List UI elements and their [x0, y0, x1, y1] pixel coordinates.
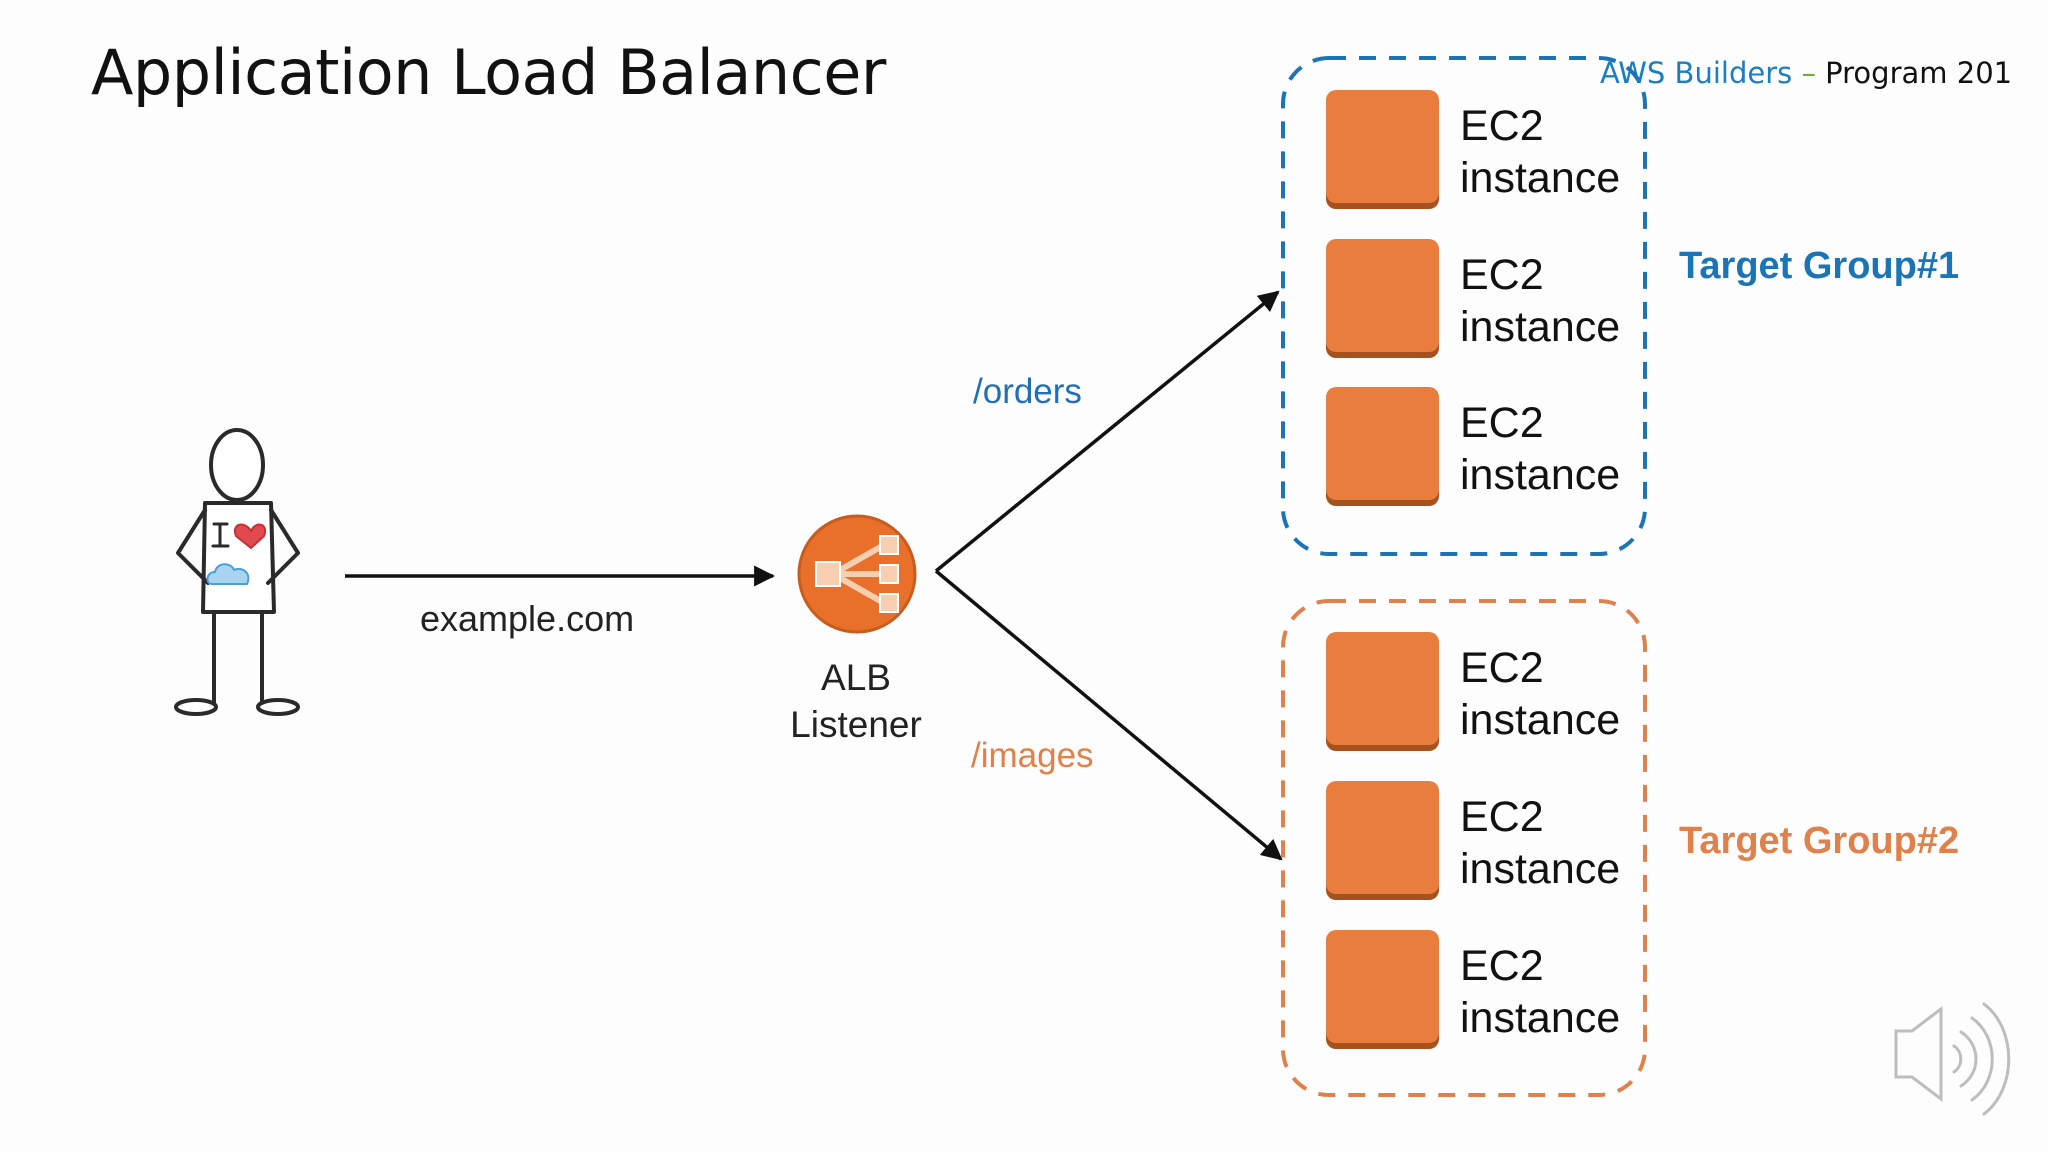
ec2-label-line2: instance: [1460, 994, 1621, 1042]
brand-suffix: Program 201: [1825, 56, 2013, 90]
alb-label-line2: Listener: [790, 704, 922, 745]
orders-route-label: /orders: [973, 372, 1082, 411]
target-group-2-border: [1281, 599, 1647, 1097]
ec2-label-line1: EC2: [1460, 942, 1544, 990]
ec2-label-line2: instance: [1460, 696, 1621, 744]
ec2-label-line1: EC2: [1460, 102, 1544, 150]
ec2-instance-icon: [1326, 239, 1439, 352]
alb-label-line1: ALB: [821, 657, 891, 698]
user-figure-icon: [174, 428, 300, 716]
ec2-label-line2: instance: [1460, 451, 1621, 499]
ec2-instance-icon: [1326, 387, 1439, 500]
brand-label: AWS Builders – Program 201: [1600, 56, 2040, 90]
target-group-2-label: Target Group#2: [1679, 820, 1960, 862]
brand-dash: –: [1801, 56, 1816, 90]
ec2-instance-icon: [1326, 632, 1439, 745]
ec2-instance-icon: [1326, 930, 1439, 1043]
ec2-label-line1: EC2: [1460, 399, 1544, 447]
ec2-label-line2: instance: [1460, 154, 1621, 202]
speaker-icon: [1894, 1002, 2011, 1116]
target-group-1-label: Target Group#1: [1679, 245, 1960, 287]
ec2-label-line1: EC2: [1460, 644, 1544, 692]
slide-title: Application Load Balancer: [91, 36, 886, 109]
domain-label: example.com: [420, 598, 635, 639]
ec2-label-line1: EC2: [1460, 793, 1544, 841]
images-route-arrow: [934, 569, 1283, 861]
ec2-instance-icon: [1326, 90, 1439, 203]
ec2-label-line1: EC2: [1460, 251, 1544, 299]
ec2-instance-icon: [1326, 781, 1439, 894]
alb-listener-label: ALB Listener: [770, 654, 942, 748]
ec2-label-line2: instance: [1460, 845, 1621, 893]
orders-route-arrow: [934, 290, 1280, 573]
target-group-1-border: [1281, 56, 1647, 556]
images-route-label: /images: [971, 736, 1094, 775]
ec2-label-line2: instance: [1460, 303, 1621, 351]
alb-icon: [797, 514, 917, 634]
